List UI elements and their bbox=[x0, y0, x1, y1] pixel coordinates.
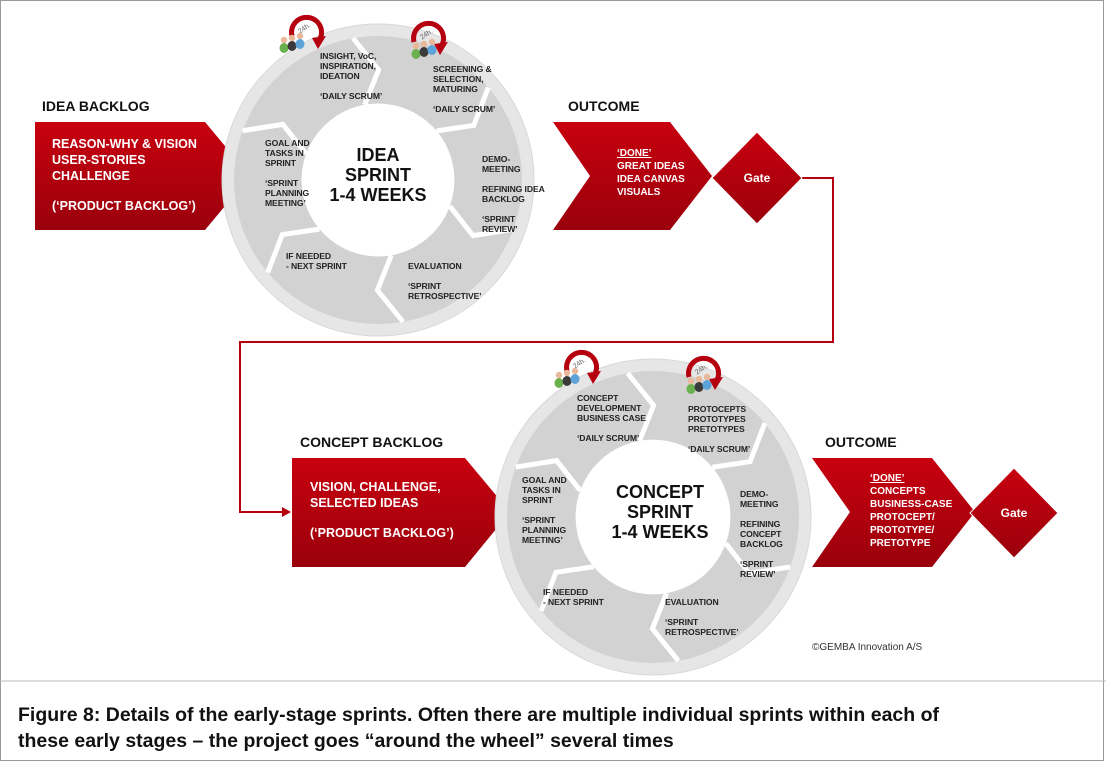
idea-segment-divider bbox=[242, 121, 309, 156]
figure-caption: Figure 8: Details of the early-stage spr… bbox=[18, 704, 940, 752]
idea-segment-planning: GOAL AND TASKS IN SPRINT ‘SPRINT PLANNIN… bbox=[265, 138, 310, 208]
idea-outcome-text: GREAT IDEAS IDEA CANVAS VISUALS bbox=[617, 161, 685, 198]
idea-outcome-done: ‘DONE’ bbox=[617, 148, 652, 159]
idea-segment-insight: INSIGHT, VoC, INSPIRATION, IDEATION ‘DAI… bbox=[320, 51, 383, 101]
concept-segment-divider bbox=[515, 457, 583, 493]
concept-gate-label: Gate bbox=[1000, 506, 1028, 520]
concept-segment-divider bbox=[711, 422, 768, 470]
concept-backlog-text: VISION, CHALLENGE, SELECTED IDEAS bbox=[310, 480, 441, 510]
concept-outcome-arrow bbox=[812, 458, 975, 567]
connector-arrowhead bbox=[282, 507, 291, 517]
concept-outcome-header: OUTCOME bbox=[825, 434, 897, 450]
concept-backlog-header: CONCEPT BACKLOG bbox=[300, 434, 444, 450]
concept-segment-review: DEMO- MEETING REFINING CONCEPT BACKLOG ‘… bbox=[740, 489, 783, 579]
copyright: ©GEMBA Innovation A/S bbox=[812, 642, 923, 653]
idea-backlog-text: REASON-WHY & VISION USER-STORIES CHALLEN… bbox=[52, 137, 197, 183]
idea-segment-screening: SCREENING & SELECTION, MATURING ‘DAILY S… bbox=[433, 64, 496, 114]
idea-segment-divider bbox=[447, 204, 514, 239]
idea-outcome-arrow bbox=[553, 122, 712, 230]
idea-segment-divider bbox=[351, 36, 382, 106]
concept-backlog-arrow bbox=[292, 458, 510, 567]
concept-segment-planning: GOAL AND TASKS IN SPRINT ‘SPRINT PLANNIN… bbox=[522, 475, 567, 545]
daily-cycle-icon: 24h. bbox=[686, 355, 723, 394]
concept-segment-prototypes: PROTOCEPTS PROTOTYPES PRETOTYPES ‘DAILY … bbox=[688, 404, 751, 454]
idea-center-circle bbox=[301, 103, 455, 257]
concept-outcome-text: CONCEPTS BUSINESS-CASE PROTOCEPT/ PROTOT… bbox=[870, 486, 953, 549]
idea-segment-divider bbox=[265, 226, 320, 274]
idea-wheel: 24h.24h. bbox=[221, 14, 535, 337]
idea-segment-divider bbox=[374, 254, 405, 324]
concept-outcome-done: ‘DONE’ bbox=[870, 473, 905, 484]
idea-segment-evaluation: EVALUATION ‘SPRINT RETROSPECTIVE’ bbox=[408, 261, 482, 301]
diagram-graphics: 24h.24h.24h.24h. bbox=[0, 14, 1106, 682]
concept-sprint-title: CONCEPT SPRINT 1-4 WEEKS bbox=[611, 482, 709, 542]
concept-gate-diamond bbox=[969, 467, 1059, 559]
daily-cycle-icon: 24h. bbox=[554, 349, 601, 388]
idea-segment-next-sprint: IF NEEDED - NEXT SPRINT bbox=[286, 251, 347, 271]
idea-outcome-header: OUTCOME bbox=[568, 98, 640, 114]
concept-segment-divider bbox=[723, 541, 791, 577]
concept-segment-evaluation: EVALUATION ‘SPRINT RETROSPECTIVE’ bbox=[665, 597, 739, 637]
idea-sprint-title: IDEA SPRINT 1-4 WEEKS bbox=[329, 145, 427, 205]
concept-wheel: 24h. 24h. bbox=[494, 349, 812, 676]
concept-backlog-note: (‘PRODUCT BACKLOG’) bbox=[310, 526, 454, 540]
concept-segment-divider bbox=[538, 564, 595, 612]
idea-segment-review: DEMO- MEETING REFINING IDEA BACKLOG ‘SPR… bbox=[482, 154, 545, 234]
concept-segment-divider bbox=[649, 592, 681, 663]
idea-backlog-header: IDEA BACKLOG bbox=[42, 98, 150, 114]
concept-center-circle bbox=[575, 439, 731, 595]
idea-gate-label: Gate bbox=[743, 171, 771, 185]
connector-line bbox=[239, 177, 834, 513]
concept-segment-next-sprint: IF NEEDED - NEXT SPRINT bbox=[543, 587, 604, 607]
concept-segment-divider bbox=[625, 371, 657, 442]
idea-segment-divider bbox=[436, 86, 491, 134]
idea-gate-diamond bbox=[711, 131, 803, 225]
concept-segment-development: CONCEPT DEVELOPMENT BUSINESS CASE ‘DAILY… bbox=[577, 393, 646, 443]
idea-backlog-arrow bbox=[35, 122, 250, 230]
idea-backlog-note: (‘PRODUCT BACKLOG’) bbox=[52, 199, 196, 213]
